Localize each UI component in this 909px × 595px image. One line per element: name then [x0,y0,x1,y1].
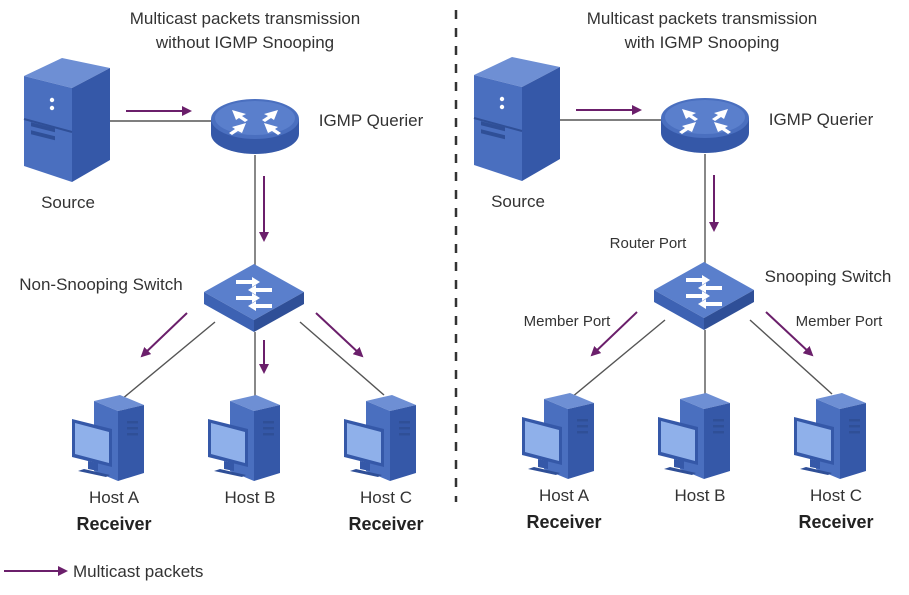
non-snooping-switch-icon [204,264,304,332]
legend: Multicast packets [4,562,203,581]
host-c-role: Receiver [348,514,423,534]
link-switch-host-a [565,319,666,403]
host-a-role: Receiver [526,512,601,532]
router-port-label: Router Port [610,235,688,252]
source-label: Source [41,193,95,212]
left-panel: Multicast packets transmission without I… [19,9,423,534]
switch-label: Non-Snooping Switch [19,275,182,294]
source-label: Source [491,192,545,211]
link-switch-host-a [115,321,216,405]
igmp-querier-router-icon [661,98,749,153]
member-port-left-label: Member Port [524,313,612,330]
right-title-line2: with IGMP Snooping [624,33,780,52]
right-panel: Multicast packets transmission with IGMP… [473,9,892,532]
querier-label: IGMP Querier [769,110,874,129]
left-title-line2: without IGMP Snooping [155,33,334,52]
legend-label: Multicast packets [73,562,203,581]
host-c-role: Receiver [798,512,873,532]
host-b-pc-icon [658,393,730,479]
host-c-label: Host C [360,488,412,507]
querier-label: IGMP Querier [319,111,424,130]
host-b-pc-icon [208,395,280,481]
host-c-pc-icon [794,393,866,479]
source-server-icon [23,57,111,183]
member-port-right-label: Member Port [796,313,884,330]
host-a-role: Receiver [76,514,151,534]
right-title-line1: Multicast packets transmission [587,9,818,28]
host-a-label: Host A [89,488,140,507]
host-b-label: Host B [674,486,725,505]
host-a-pc-icon [522,393,594,479]
left-title-line1: Multicast packets transmission [130,9,361,28]
multicast-arrow [765,311,814,357]
link-switch-host-c [299,321,385,396]
host-c-label: Host C [810,486,862,505]
host-a-pc-icon [72,395,144,481]
igmp-querier-router-icon [211,99,299,154]
host-a-label: Host A [539,486,590,505]
host-c-pc-icon [344,395,416,481]
multicast-arrow [590,311,638,357]
source-server-icon [473,56,561,182]
host-b-label: Host B [224,488,275,507]
multicast-arrow [315,312,364,358]
link-switch-host-c [749,319,833,395]
multicast-arrow [140,312,188,358]
snooping-switch-icon [654,262,754,330]
switch-label: Snooping Switch [765,267,892,286]
